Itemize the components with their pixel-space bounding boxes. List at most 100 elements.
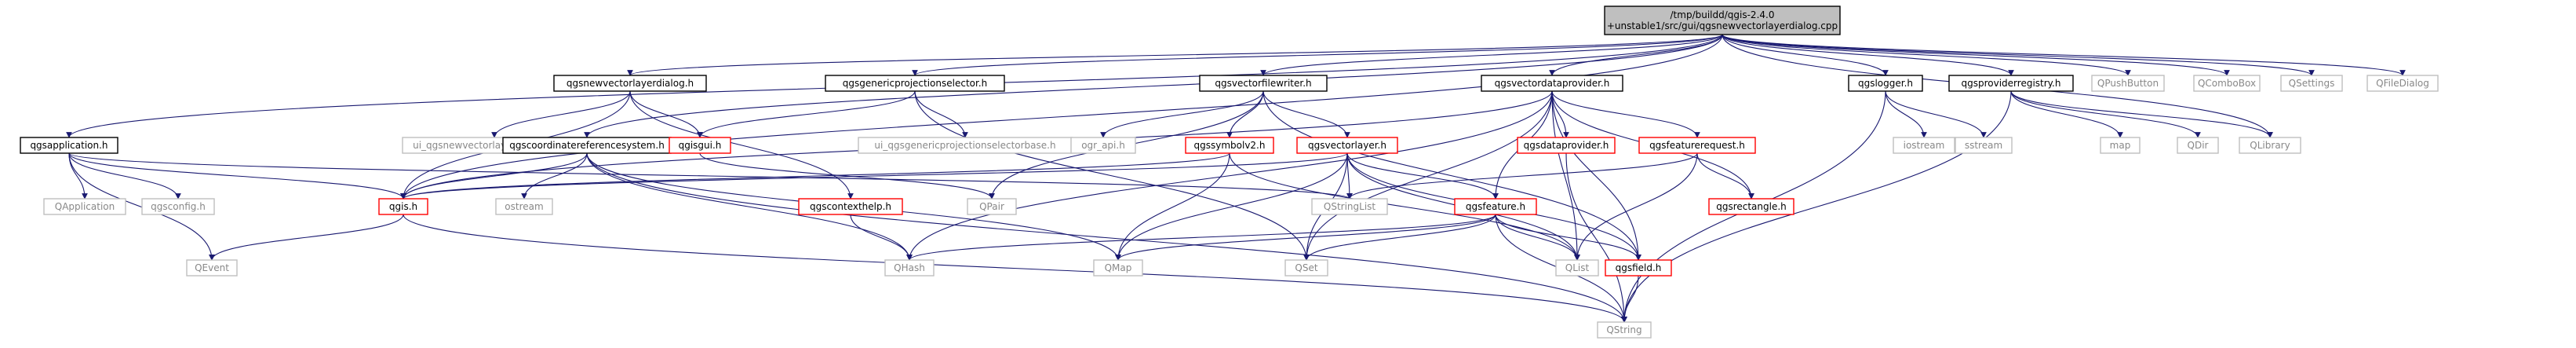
node-app[interactable]: qgsapplication.h	[20, 137, 118, 154]
node-newdlg-label: qgsnewvectorlayerdialog.h	[567, 78, 694, 89]
edge-app-to-qapp	[68, 152, 88, 200]
node-qapp-box	[43, 198, 126, 215]
node-qevent: QEvent	[186, 259, 238, 277]
node-qlibrary: QLibrary	[2239, 137, 2301, 154]
edge-vdp-to-qhash	[906, 90, 1553, 261]
node-qfiledlg-box	[2366, 75, 2439, 92]
edge-root-to-qpush	[1722, 34, 2131, 76]
node-qlist-label: QList	[1565, 262, 1590, 273]
node-qfiledlg-label: QFileDialog	[2376, 78, 2429, 89]
node-featreq-label: qgsfeaturerequest.h	[1649, 140, 1745, 151]
node-symv2[interactable]: qgssymbolv2.h	[1185, 137, 1274, 154]
node-root-label: +unstable1/src/gui/qgsnewvectorlayerdial…	[1607, 20, 1838, 31]
node-qpush-box	[2091, 75, 2165, 92]
node-qgsconfig-label: qgsconfig.h	[151, 201, 206, 212]
node-qdir: QDir	[2177, 137, 2219, 154]
node-ostream-label: ostream	[505, 201, 543, 212]
edge-newdlg-to-uinewdlg	[491, 90, 631, 138]
node-ogr-box	[1070, 137, 1136, 154]
node-qcombo-box	[2193, 75, 2261, 92]
node-qdir-label: QDir	[2188, 140, 2209, 151]
node-iostream-label: iostream	[1904, 140, 1945, 151]
edge-field-to-qstring	[1621, 275, 1639, 323]
node-feature-label: qgsfeature.h	[1466, 201, 1525, 212]
edge-feature-to-qhash	[906, 214, 1496, 261]
node-qgisgui-box	[669, 137, 731, 154]
node-ogr-label: ogr_api.h	[1081, 140, 1125, 151]
node-field-label: qgsfield.h	[1616, 262, 1662, 273]
edge-root-to-qcombo	[1722, 34, 2230, 76]
node-field[interactable]: qgsfield.h	[1605, 259, 1672, 277]
node-app-label: qgsapplication.h	[30, 140, 107, 151]
edge-vfw-to-ogr	[1100, 90, 1264, 138]
node-vlayer-label: qgsvectorlayer.h	[1308, 140, 1386, 151]
node-uiproj: ui_qgsgenericprojectionselectorbase.h	[858, 137, 1073, 154]
node-logger-label: qgslogger.h	[1858, 78, 1913, 89]
edge-newdlg-to-ctxhelp	[629, 90, 854, 200]
node-rect-box	[1708, 198, 1794, 215]
node-vlayer[interactable]: qgsvectorlayer.h	[1296, 137, 1398, 154]
edge-feature-to-qmap	[1115, 214, 1496, 261]
node-qsettings-label: QSettings	[2289, 78, 2335, 89]
edge-app-to-qstringlist	[68, 152, 1353, 200]
node-qfiledlg: QFileDialog	[2366, 75, 2439, 92]
edge-root-to-newdlg	[627, 34, 1723, 76]
node-qlibrary-label: QLibrary	[2250, 140, 2290, 151]
node-vlayer-box	[1296, 137, 1398, 154]
node-genproj[interactable]: qgsgenericprojectionselector.h	[825, 75, 1005, 92]
edge-logger-to-sstream	[1885, 90, 1987, 138]
node-vfw[interactable]: qgsvectorfilewriter.h	[1199, 75, 1328, 92]
node-qmap-label: QMap	[1105, 262, 1132, 273]
node-logger-box	[1848, 75, 1923, 92]
edge-feature-to-field	[1495, 214, 1641, 261]
node-qdir-box	[2177, 137, 2219, 154]
node-dataprov[interactable]: qgsdataprovider.h	[1517, 137, 1616, 154]
node-featreq-box	[1638, 137, 1756, 154]
node-uiproj-label: ui_qgsgenericprojectionselectorbase.h	[874, 140, 1055, 151]
node-qstring-box	[1597, 321, 1652, 339]
edge-symv2-to-qmap	[1115, 152, 1230, 261]
node-qpush: QPushButton	[2091, 75, 2165, 92]
edge-crs-to-ostream	[521, 152, 588, 200]
node-provreg[interactable]: qgsproviderregistry.h	[1948, 75, 2074, 92]
node-rect-label: qgsrectangle.h	[1716, 201, 1787, 212]
node-root-box	[1604, 5, 1841, 35]
node-provreg-box	[1948, 75, 2074, 92]
node-qpair-label: QPair	[979, 201, 1004, 212]
node-symv2-label: qgssymbolv2.h	[1194, 140, 1266, 151]
node-root[interactable]: /tmp/buildd/qgis-2.4.0+unstable1/src/gui…	[1604, 5, 1841, 35]
node-qapp: QApplication	[43, 198, 126, 215]
node-qapp-label: QApplication	[55, 201, 115, 212]
node-dataprov-label: qgsdataprovider.h	[1524, 140, 1609, 151]
node-qstringlist-label: QStringList	[1324, 201, 1376, 212]
edge-app-to-qevent	[68, 152, 215, 261]
edge-vdp-to-qlist	[1551, 90, 1580, 261]
node-vfw-box	[1199, 75, 1328, 92]
edge-genproj-to-qgisgui	[697, 90, 916, 138]
node-qevent-box	[186, 259, 238, 277]
node-qmap: QMap	[1093, 259, 1143, 277]
node-qgisgui-label: qgisgui.h	[679, 140, 722, 151]
edge-qgis-to-qstring	[403, 214, 1627, 323]
edge-logger-to-iostream	[1885, 90, 1927, 138]
node-ctxhelp-label: qgscontexthelp.h	[810, 201, 891, 212]
node-qgis[interactable]: qgis.h	[378, 198, 428, 215]
edge-feature-to-qlist	[1495, 214, 1580, 261]
edge-newdlg-to-qgisgui	[629, 90, 703, 138]
edge-root-to-qfiledlg	[1722, 34, 2406, 76]
node-rect[interactable]: qgsrectangle.h	[1708, 198, 1794, 215]
edge-crs-to-qgis	[400, 152, 588, 200]
node-crs[interactable]: qgscoordinatereferencesystem.h	[502, 137, 672, 154]
node-vdp-box	[1481, 75, 1623, 92]
node-feature[interactable]: qgsfeature.h	[1454, 198, 1537, 215]
node-ctxhelp[interactable]: qgscontexthelp.h	[798, 198, 903, 215]
node-iostream-box	[1893, 137, 1955, 154]
node-feature-box	[1454, 198, 1537, 215]
node-featreq[interactable]: qgsfeaturerequest.h	[1638, 137, 1756, 154]
node-logger[interactable]: qgslogger.h	[1848, 75, 1923, 92]
edge-provreg-to-qlibrary	[2010, 90, 2273, 138]
node-sstream-label: sstream	[1965, 140, 2002, 151]
node-newdlg[interactable]: qgsnewvectorlayerdialog.h	[553, 75, 707, 92]
node-vdp[interactable]: qgsvectordataprovider.h	[1481, 75, 1623, 92]
node-qgisgui[interactable]: qgisgui.h	[669, 137, 731, 154]
